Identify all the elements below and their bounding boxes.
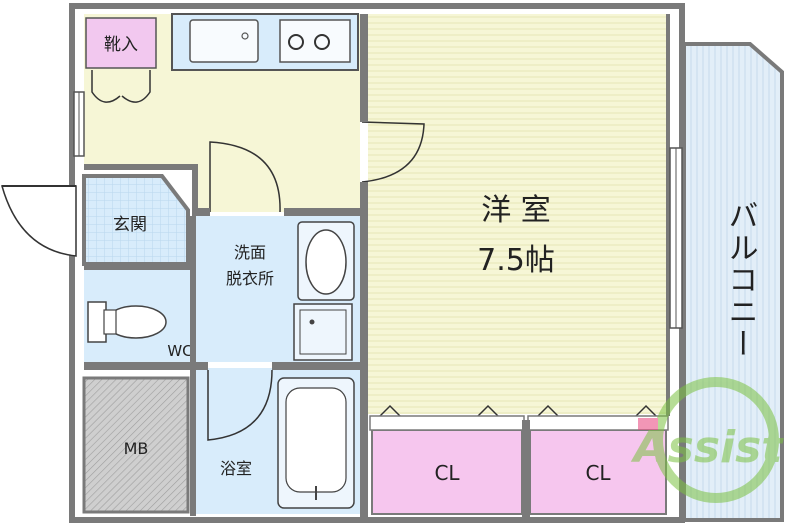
watermark-logo: Assist — [631, 377, 785, 503]
entrance-label: 玄関 — [113, 215, 147, 235]
washroom-label-2: 脱衣所 — [226, 269, 274, 288]
western-room-floor — [368, 14, 666, 414]
washing-machine-pan — [293, 303, 353, 361]
burner-icon-right — [314, 34, 330, 50]
washroom-door — [209, 141, 281, 213]
burner-icon-left — [288, 34, 304, 50]
interior-walls — [84, 14, 670, 520]
watermark-text: Assist — [631, 422, 785, 473]
closet-left-doors — [377, 404, 501, 419]
closet-right-label: CL — [585, 461, 611, 485]
closet-right — [529, 429, 667, 515]
closet-left — [371, 429, 523, 515]
shoe-closet — [85, 17, 157, 69]
wc-label: WC — [167, 342, 192, 360]
sink-drain-icon — [241, 32, 249, 40]
washroom-label-1: 洗面 — [234, 243, 266, 262]
wc-divider — [84, 266, 196, 270]
room-door — [361, 121, 425, 183]
toilet-tank — [87, 301, 107, 343]
western-room-size: 7.5帖 — [477, 243, 555, 278]
mb-label: MB — [124, 439, 149, 458]
bathroom-label: 浴室 — [220, 459, 252, 478]
shoe-closet-doors — [91, 70, 151, 103]
mb-area — [82, 376, 190, 514]
entrance-floor — [82, 174, 190, 266]
sink — [189, 19, 259, 63]
closet-right-doors — [535, 404, 659, 419]
shoe-closet-label: 靴入 — [104, 35, 138, 55]
closet-left-label: CL — [434, 461, 460, 485]
bathroom-door — [207, 369, 273, 441]
balcony-label: バルコニー — [723, 200, 758, 360]
western-room-name: 洋 室 — [481, 193, 551, 228]
front-door — [1, 185, 77, 257]
